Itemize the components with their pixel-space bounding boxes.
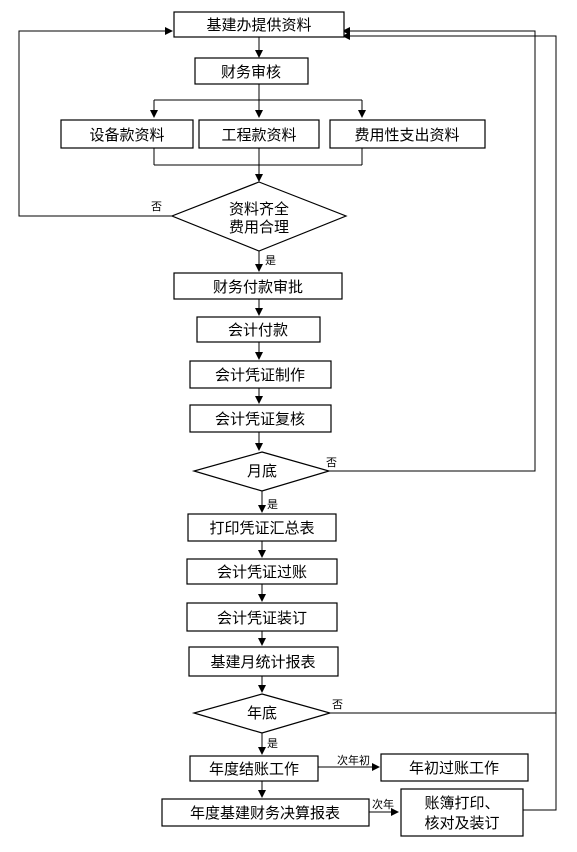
edge-label-no-1: 否 xyxy=(151,200,162,213)
node-label: 会计凭证制作 xyxy=(215,366,305,384)
edge-label-next-year-start: 次年初 xyxy=(337,753,370,767)
edge-label-no-2: 否 xyxy=(326,456,337,469)
node-label: 会计凭证装订 xyxy=(217,609,307,627)
node-label: 基建办提供资料 xyxy=(206,16,311,34)
node-annual-closing: 年度结账工作 xyxy=(189,755,319,782)
node-payment-approval: 财务付款审批 xyxy=(173,272,343,300)
node-label: 打印凭证汇总表 xyxy=(209,519,314,537)
node-voucher-posting: 会计凭证过账 xyxy=(186,558,338,585)
edge-label-yes-1: 是 xyxy=(265,254,276,267)
node-label-line2: 核对及装订 xyxy=(424,814,499,832)
node-label: 财务审核 xyxy=(221,63,281,81)
connectors xyxy=(18,27,557,816)
edge-label-yes-2: 是 xyxy=(267,498,278,511)
node-ledger-print-bind: 账簿打印、 核对及装订 xyxy=(400,788,524,837)
node-voucher-creation: 会计凭证制作 xyxy=(189,360,332,389)
node-label: 年度结账工作 xyxy=(209,760,299,778)
decision-label-line1: 资料齐全 xyxy=(229,200,289,218)
node-monthly-report: 基建月统计报表 xyxy=(188,646,339,677)
node-year-start-posting: 年初过账工作 xyxy=(380,753,529,782)
edge-label-yes-3: 是 xyxy=(267,737,278,750)
node-jijian-provide-materials: 基建办提供资料 xyxy=(173,11,345,38)
edge-label-no-3: 否 xyxy=(332,698,343,711)
node-equipment-materials: 设备款资料 xyxy=(60,119,194,149)
node-print-voucher-summary: 打印凭证汇总表 xyxy=(187,513,337,542)
decision-label: 年底 xyxy=(247,704,277,722)
node-engineering-materials: 工程款资料 xyxy=(198,119,320,149)
decision-label-line2: 费用合理 xyxy=(229,218,289,236)
decision-year-end: 年底 xyxy=(191,693,333,734)
node-accounting-payment: 会计付款 xyxy=(196,316,321,343)
decision-label: 月底 xyxy=(247,462,277,480)
node-label: 会计付款 xyxy=(228,321,288,339)
decision-materials-complete: 资料齐全 费用合理 xyxy=(170,181,348,252)
node-voucher-review: 会计凭证复核 xyxy=(189,404,332,433)
node-label: 工程款资料 xyxy=(221,126,296,144)
node-annual-final-report: 年度基建财务决算报表 xyxy=(161,798,370,827)
node-label: 会计凭证复核 xyxy=(215,410,305,428)
node-expense-materials: 费用性支出资料 xyxy=(329,119,486,149)
node-label: 年初过账工作 xyxy=(409,759,499,777)
decision-month-end: 月底 xyxy=(191,451,332,492)
node-label: 费用性支出资料 xyxy=(354,126,459,144)
edge-label-next-year: 次年 xyxy=(372,797,394,811)
node-label: 年度基建财务决算报表 xyxy=(190,804,340,822)
node-voucher-binding: 会计凭证装订 xyxy=(186,602,338,632)
node-label: 会计凭证过账 xyxy=(217,563,307,581)
node-label: 财务付款审批 xyxy=(213,278,303,296)
node-label-line1: 账簿打印、 xyxy=(424,794,499,812)
node-label: 设备款资料 xyxy=(89,126,164,144)
node-label: 基建月统计报表 xyxy=(210,653,315,671)
node-finance-review: 财务审核 xyxy=(194,57,309,85)
